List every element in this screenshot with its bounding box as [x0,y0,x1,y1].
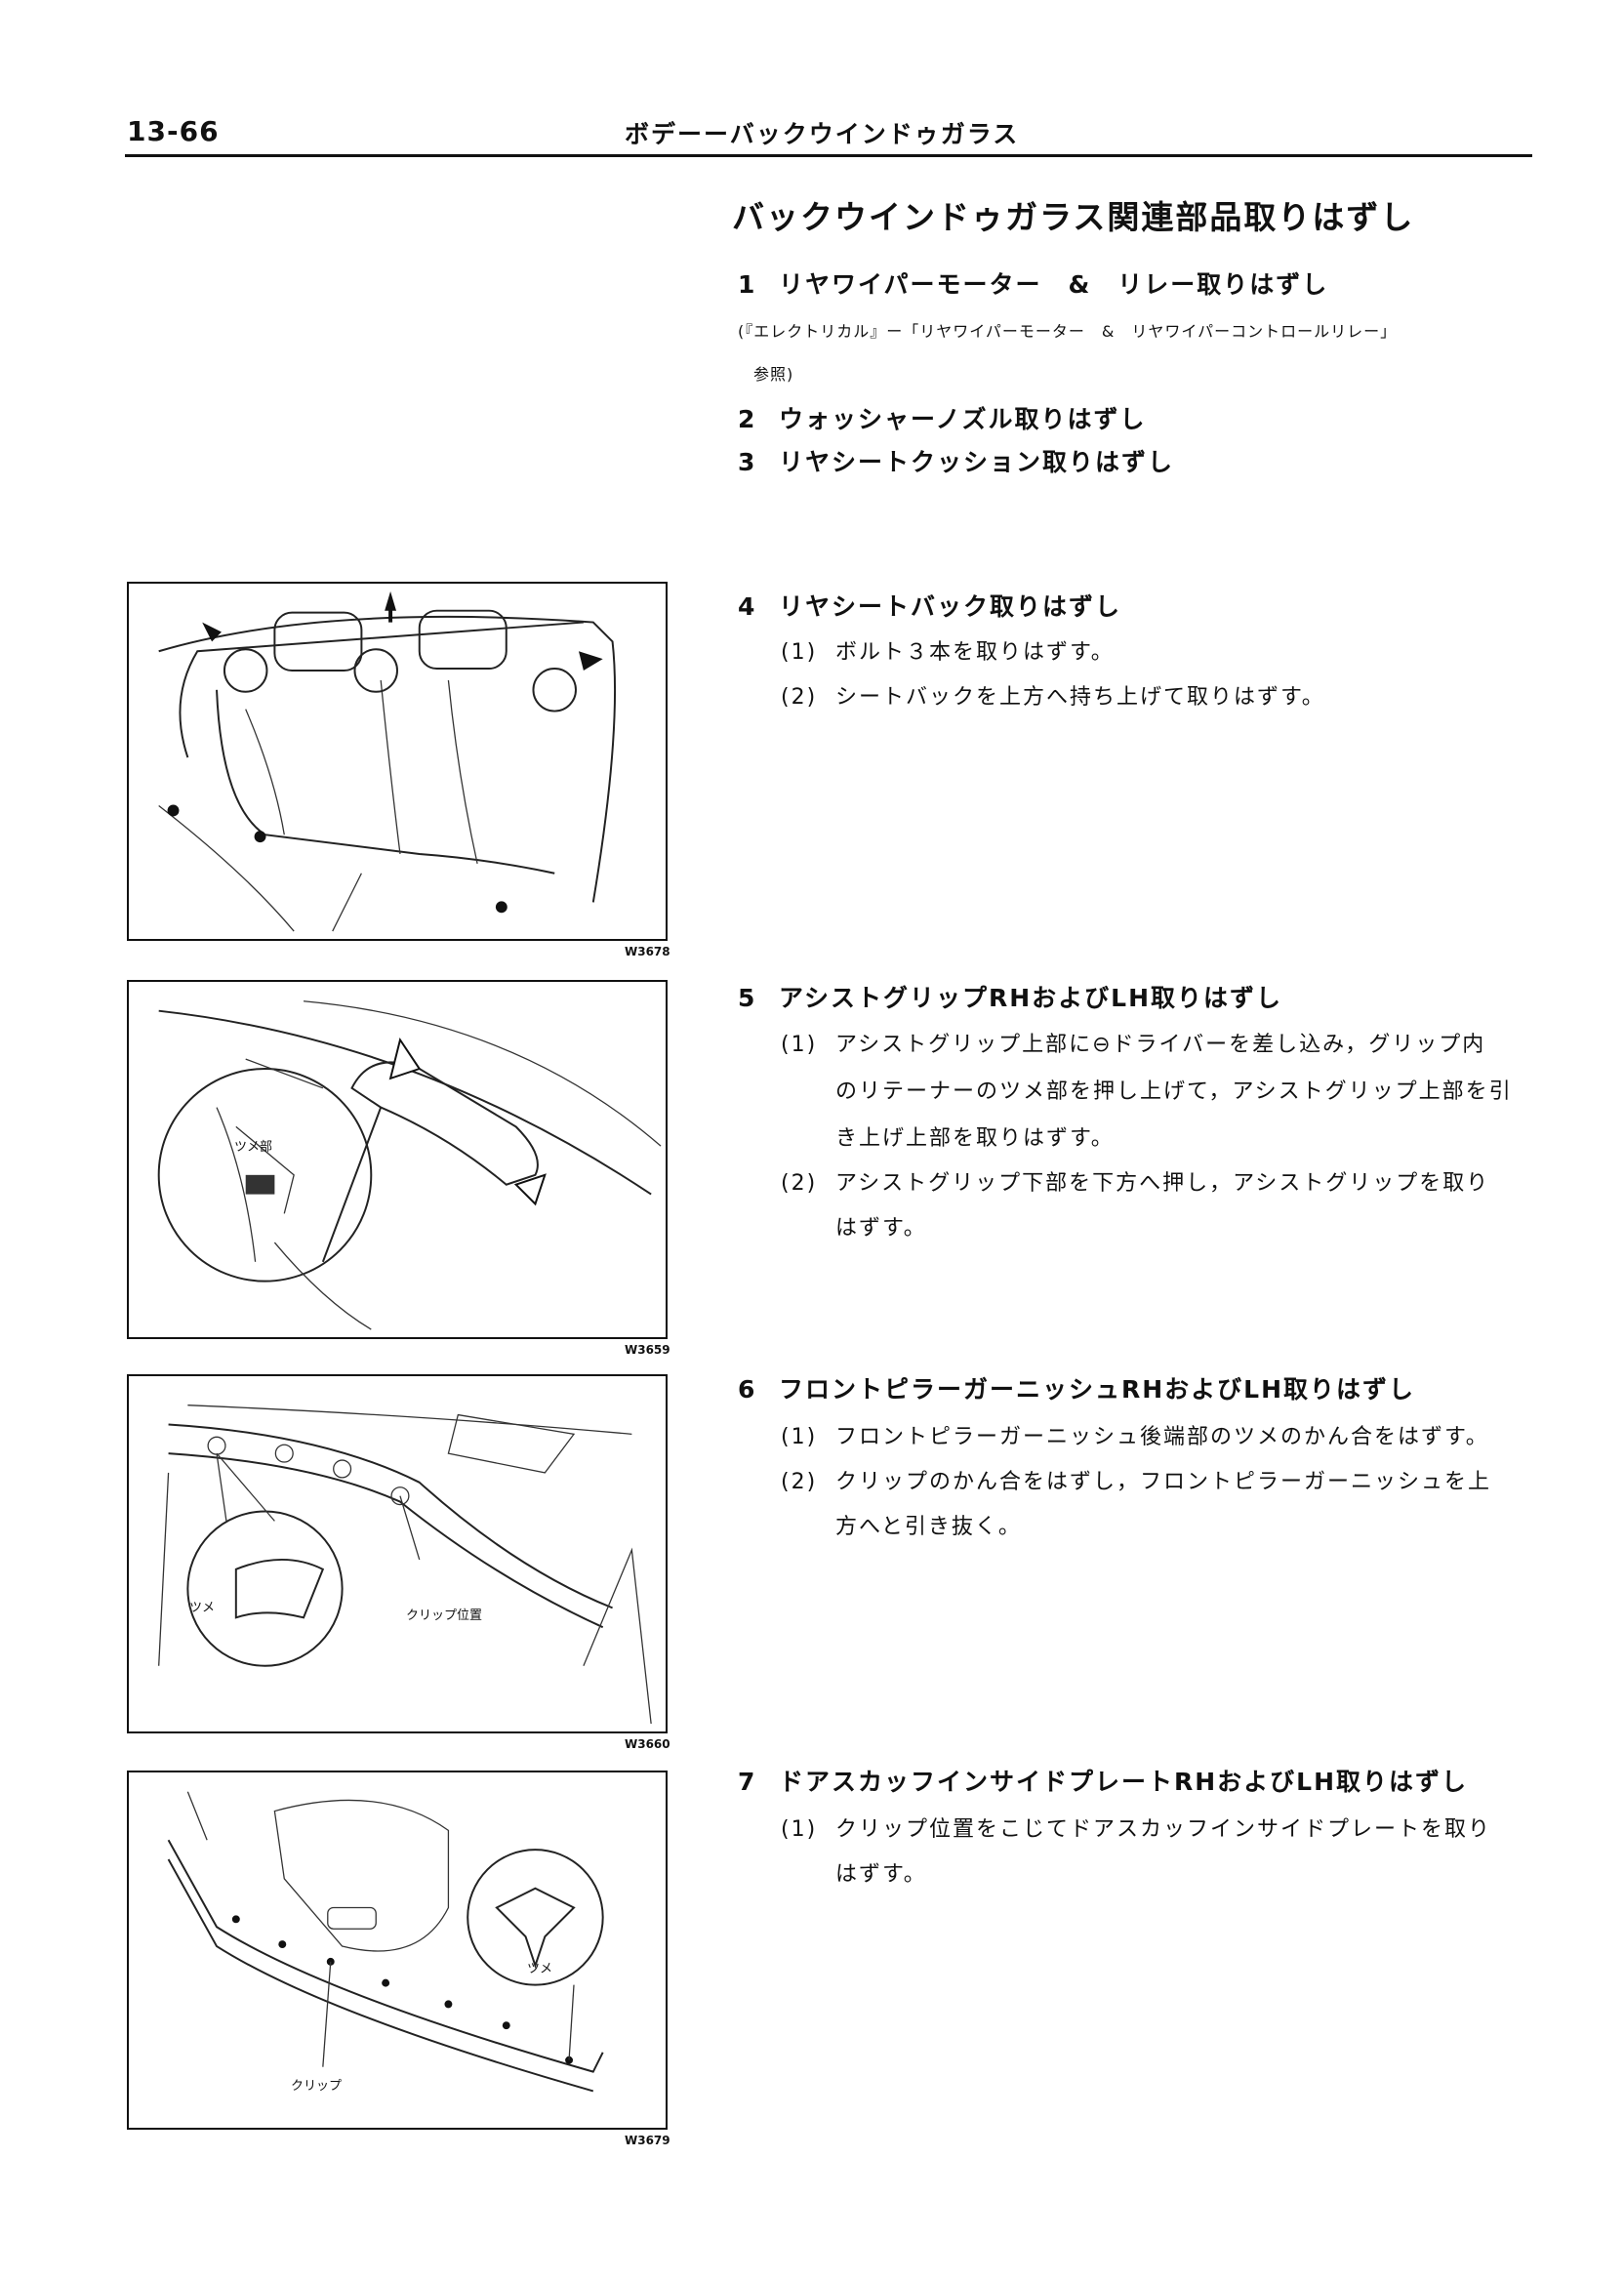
bolt-icon [495,901,508,914]
clip-icon [495,1887,576,1969]
figure-rear-seatback [127,582,668,941]
bolt-callout-center [353,648,398,693]
detail-callout [186,1510,344,1667]
sub-text: シートバックを上方へ持ち上げて取りはずす。 [835,685,1325,710]
down-arrow-icon [513,1173,547,1206]
step-6-sub-2-line1: (2) クリップのかん合をはずし，フロントピラーガーニッシュを上 [781,1464,1491,1495]
step-title-text: リヤシートクッション取りはずし [779,448,1175,476]
figure-door-scuff-plate: ツメ クリップ [127,1771,668,2130]
step-4-title: 4 リヤシートバック取りはずし [738,588,1121,623]
sub-number: (2) [781,685,818,710]
step-5-sub-1-line3: き上げ上部を取りはずす。 [835,1126,1115,1151]
sub-number: (1) [781,1425,818,1449]
step-1-note-line1: (『エレクトリカル』ー「リヤワイパーモーター & リヤワイパーコントロールリレー… [738,322,1398,341]
bolt-callout-left [223,648,268,693]
step-6-title: 6 フロントピラーガーニッシュRHおよびLH取りはずし [738,1370,1415,1405]
sub-number: (1) [781,1817,818,1842]
sub-number: (1) [781,640,818,665]
step-number: 1 [738,270,757,299]
detail-callout [157,1068,373,1282]
figure-id: W3678 [625,945,670,958]
bolt-icon [167,804,180,817]
front-pillar-garnish-illustration [158,1405,652,1725]
sub-text: クリップ位置をこじてドアスカッフインサイドプレートを取り [835,1817,1492,1842]
step-title-text: リヤシートバック取りはずし [779,592,1122,621]
step-number: 2 [738,405,757,433]
step-title-text: ドアスカッフインサイドプレートRHおよびLH取りはずし [779,1768,1469,1796]
assist-grip-illustration [157,1000,662,1330]
step-5-sub-1-line2: のリテーナーのツメ部を押し上げて，アシストグリップ上部を引 [835,1079,1513,1104]
door-scuff-plate-illustration [167,1791,604,2093]
step-5-sub-2-line1: (2) アシストグリップ下部を下方へ押し，アシストグリップを取り [781,1165,1489,1197]
arrow-icon [202,622,222,642]
page-number: 13-66 [127,115,220,147]
step-title-text: ウォッシャーノズル取りはずし [779,405,1147,433]
detail-callout [467,1849,604,1986]
step-5-sub-1-line1: (1) アシストグリップ上部に⊖ドライバーを差し込み，グリップ内 [781,1027,1485,1058]
clip-label: クリップ [291,2079,343,2094]
section-title: バックウインドゥガラス関連部品取りはずし [732,198,1415,236]
sub-number: (2) [781,1470,818,1494]
arrow-icon [578,651,603,672]
pillar-garnish [168,1423,613,1609]
claw-label: ツメ [189,1601,216,1615]
step-2-title: 2 ウォッシャーノズル取りはずし [738,400,1147,435]
step-7-sub-1-line1: (1) クリップ位置をこじてドアスカッフインサイドプレートを取り [781,1812,1491,1843]
step-1-note-line2: 参照) [753,365,794,384]
step-title-text: アシストグリップRHおよびLH取りはずし [779,984,1283,1012]
step-title-text: フロントピラーガーニッシュRHおよびLH取りはずし [779,1375,1416,1404]
step-4-sub-1: (1) ボルト３本を取りはずす。 [781,634,1115,666]
figure-id: W3679 [625,2134,670,2147]
step-4-sub-2: (2) シートバックを上方へ持ち上げて取りはずす。 [781,679,1325,711]
step-6-sub-1: (1) フロントピラーガーニッシュ後端部のツメのかん合をはずす。 [781,1419,1489,1450]
running-header-title: ボデーーバックウインドゥガラス [625,120,1020,148]
figure-assist-grip: ツメ部 [127,980,668,1339]
sub-number: (1) [781,1033,818,1057]
up-arrow-icon [388,1037,422,1080]
step-title-text: リヤワイパーモーター & リレー取りはずし [779,270,1329,299]
sub-text: アシストグリップ上部に⊖ドライバーを差し込み，グリップ内 [835,1033,1486,1057]
step-number: 5 [738,984,757,1012]
sub-text: クリップのかん合をはずし，フロントピラーガーニッシュを上 [835,1470,1492,1494]
assist-grip [350,1061,539,1186]
up-arrow-icon [385,590,397,623]
figure-id: W3659 [625,1343,670,1357]
sub-number: (2) [781,1171,818,1196]
step-number: 4 [738,592,757,621]
figure-id: W3660 [625,1737,670,1751]
sub-text: フロントピラーガーニッシュ後端部のツメのかん合をはずす。 [835,1425,1489,1449]
bolt-callout-right [532,668,577,712]
sub-text: ボルト３本を取りはずす。 [835,640,1115,665]
step-number: 7 [738,1768,757,1796]
bolt-icon [254,831,266,843]
figure-front-pillar-garnish: ツメ クリップ位置 [127,1374,668,1733]
step-3-title: 3 リヤシートクッション取りはずし [738,443,1174,478]
sub-text: アシストグリップ下部を下方へ押し，アシストグリップを取り [835,1171,1490,1196]
rear-seatback-illustration [158,590,617,932]
screwdriver [321,1107,383,1263]
clip-position-label: クリップ位置 [406,1608,483,1623]
header-rule [125,154,1532,157]
step-number: 6 [738,1375,757,1404]
step-7-title: 7 ドアスカッフインサイドプレートRHおよびLH取りはずし [738,1763,1468,1798]
step-number: 3 [738,448,757,476]
claw-label: ツメ [527,1962,553,1976]
step-7-sub-1-line2: はずす。 [835,1862,927,1887]
step-5-title: 5 アシストグリップRHおよびLH取りはずし [738,979,1282,1014]
step-6-sub-2-line2: 方へと引き抜く。 [835,1515,1022,1539]
step-1-title: 1 リヤワイパーモーター & リレー取りはずし [738,265,1328,301]
claw-label: ツメ部 [234,1140,273,1155]
scuff-plate [167,1839,604,2073]
step-5-sub-2-line2: はずす。 [835,1216,927,1241]
